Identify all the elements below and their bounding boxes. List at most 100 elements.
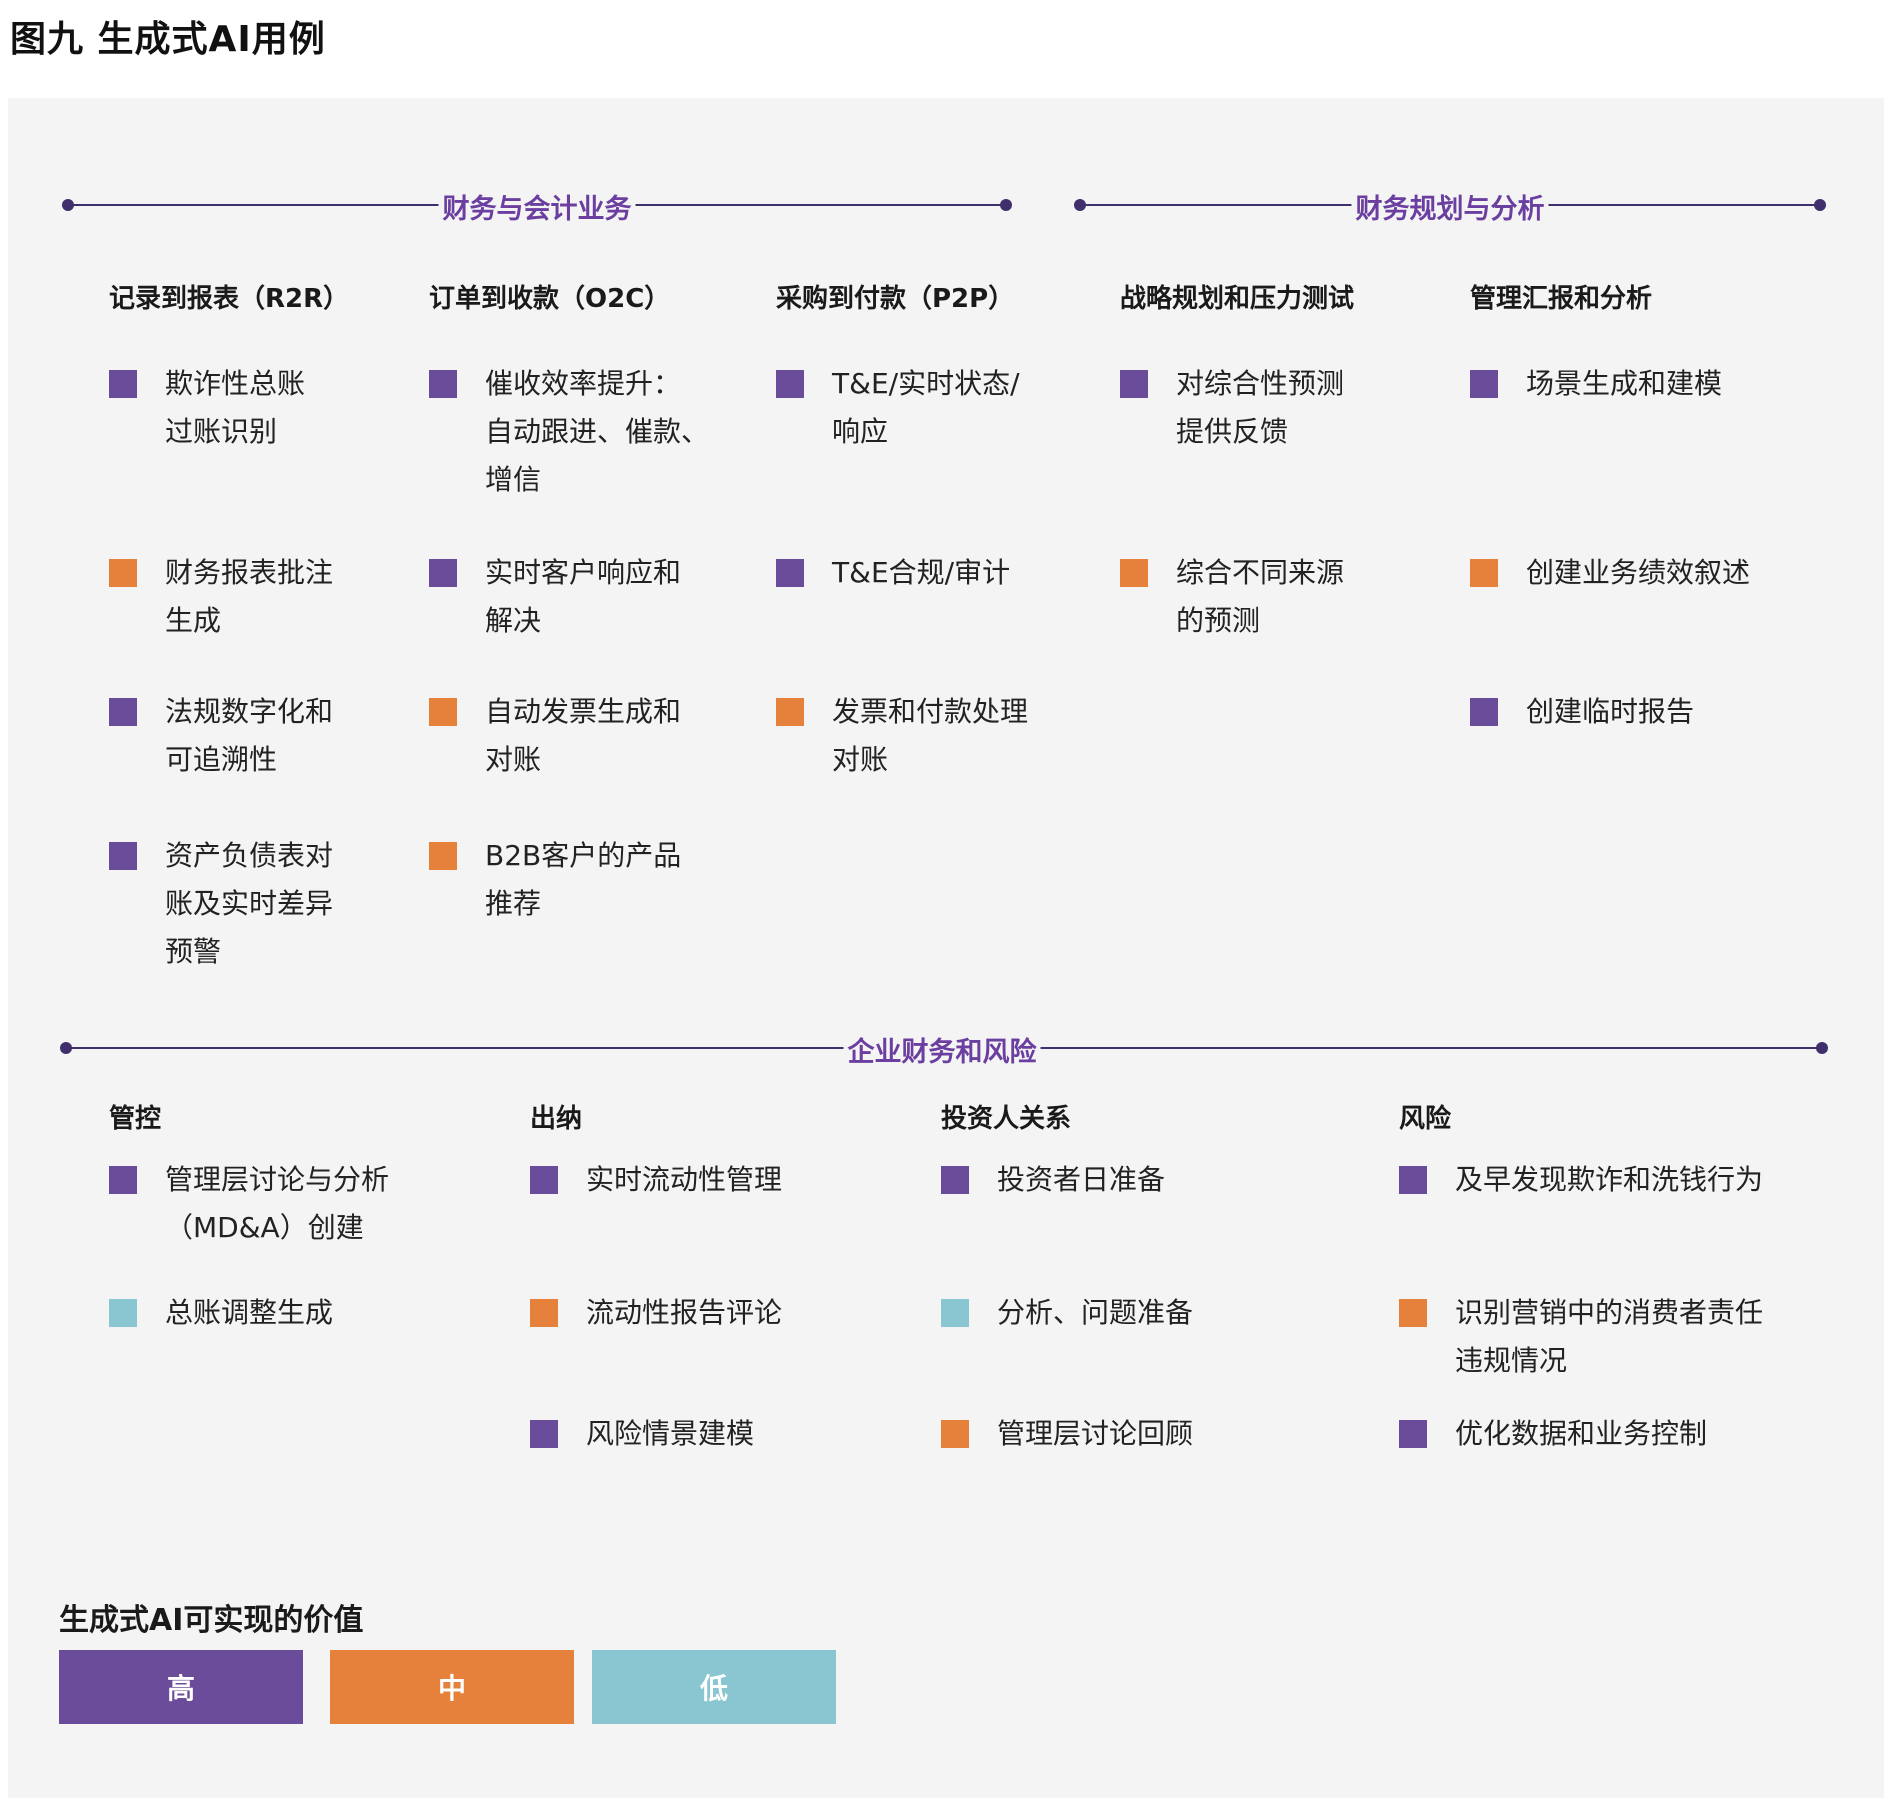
divider-dot [1816, 1042, 1828, 1054]
use-case-text-line: 发票和付款处理 [832, 695, 1029, 728]
use-case-text: 财务报表批注生成 [165, 549, 333, 645]
use-case-text-line: 分析、问题准备 [997, 1296, 1194, 1329]
use-case-text-line: 解决 [485, 604, 542, 637]
value-level-marker-medium [1399, 1299, 1427, 1327]
legend-title: 生成式AI可实现的价值 [59, 1603, 364, 1638]
value-level-marker-medium [429, 698, 457, 726]
column-heading-mgmt-report: 管理汇报和分析 [1470, 284, 1653, 314]
use-case-text-line: 创建业务绩效叙述 [1526, 556, 1751, 589]
value-level-marker-low [941, 1299, 969, 1327]
column-heading-treasury: 出纳 [530, 1104, 583, 1134]
use-case-text: 实时流动性管理 [586, 1156, 782, 1204]
legend-medium: 中 [330, 1650, 574, 1724]
use-case-text: 对综合性预测提供反馈 [1176, 360, 1344, 456]
use-case-text-line: 及早发现欺诈和洗钱行为 [1455, 1163, 1764, 1196]
use-case-text: B2B客户的产品推荐 [485, 832, 681, 928]
value-level-marker-medium [941, 1420, 969, 1448]
section-divider-finance-accounting: 财务与会计业务 [62, 187, 1012, 226]
use-case-text-line: 账及实时差异 [165, 887, 334, 920]
use-case-text-line: 对账 [485, 743, 542, 776]
use-case-text-line: 综合不同来源 [1176, 556, 1345, 589]
use-case-text-line: 场景生成和建模 [1526, 367, 1723, 400]
use-case-text-line: 总账调整生成 [165, 1296, 334, 1329]
section-title-finance-accounting: 财务与会计业务 [438, 187, 636, 226]
use-case-text-line: 违规情况 [1455, 1344, 1568, 1377]
value-level-marker-high [1470, 698, 1498, 726]
section-title-enterprise-risk: 企业财务和风险 [843, 1030, 1041, 1069]
use-case-text-line: 的预测 [1176, 604, 1261, 637]
legend-low: 低 [592, 1650, 836, 1724]
value-level-marker-high [1120, 370, 1148, 398]
use-case-text-line: 对综合性预测 [1176, 367, 1345, 400]
use-case-text: T&E合规/审计 [832, 549, 1010, 597]
use-case-text: 优化数据和业务控制 [1455, 1410, 1707, 1458]
column-heading-investor: 投资人关系 [941, 1104, 1072, 1134]
legend-high: 高 [59, 1650, 303, 1724]
value-level-marker-high [429, 370, 457, 398]
use-case-text: 分析、问题准备 [997, 1289, 1193, 1337]
use-case-text: 创建临时报告 [1526, 688, 1694, 736]
use-case-text: 及早发现欺诈和洗钱行为 [1455, 1156, 1763, 1204]
use-case-text-line: 增信 [485, 463, 542, 496]
column-heading-r2r: 记录到报表（R2R） [109, 284, 350, 314]
use-case-text-line: 对账 [832, 743, 889, 776]
use-case-text: 资产负债表对账及实时差异预警 [165, 832, 333, 976]
use-case-text-line: 财务报表批注 [165, 556, 334, 589]
column-heading-control: 管控 [109, 1104, 162, 1134]
use-case-text-line: 生成 [165, 604, 222, 637]
column-heading-strategy: 战略规划和压力测试 [1120, 284, 1355, 314]
value-level-marker-medium [1470, 559, 1498, 587]
use-case-text: 场景生成和建模 [1526, 360, 1722, 408]
use-case-text-line: 管理层讨论回顾 [997, 1417, 1194, 1450]
value-level-marker-high [530, 1166, 558, 1194]
use-case-text: 自动发票生成和对账 [485, 688, 681, 784]
use-case-text: 实时客户响应和解决 [485, 549, 681, 645]
use-case-text: 投资者日准备 [997, 1156, 1165, 1204]
use-case-text-line: 可追溯性 [165, 743, 278, 776]
value-level-marker-high [109, 698, 137, 726]
use-case-text: 风险情景建模 [586, 1410, 754, 1458]
use-case-text: 总账调整生成 [165, 1289, 333, 1337]
value-level-marker-low [109, 1299, 137, 1327]
use-case-text: 综合不同来源的预测 [1176, 549, 1344, 645]
use-case-text-line: 资产负债表对 [165, 839, 334, 872]
divider-dot [1000, 199, 1012, 211]
use-case-text-line: 优化数据和业务控制 [1455, 1417, 1708, 1450]
use-case-text-line: 管理层讨论与分析 [165, 1163, 390, 1196]
use-case-text: 管理层讨论回顾 [997, 1410, 1193, 1458]
use-case-text-line: 流动性报告评论 [586, 1296, 783, 1329]
use-case-text: 发票和付款处理对账 [832, 688, 1028, 784]
use-case-text-line: 实时客户响应和 [485, 556, 682, 589]
value-level-marker-high [1399, 1420, 1427, 1448]
use-case-text-line: T&E/实时状态/ [832, 367, 1020, 400]
column-heading-p2p: 采购到付款（P2P） [776, 284, 1015, 314]
use-case-text-line: 提供反馈 [1176, 415, 1289, 448]
use-case-text-line: 催收效率提升： [485, 367, 682, 400]
use-case-text: 欺诈性总账过账识别 [165, 360, 305, 456]
use-case-text-line: 投资者日准备 [997, 1163, 1166, 1196]
value-level-marker-high [1399, 1166, 1427, 1194]
use-case-text-line: 自动跟进、催款、 [485, 415, 710, 448]
divider-dot [1814, 199, 1826, 211]
use-case-text-line: 响应 [832, 415, 889, 448]
use-case-text: 法规数字化和可追溯性 [165, 688, 333, 784]
use-case-text: T&E/实时状态/响应 [832, 360, 1020, 456]
use-case-panel [8, 98, 1884, 1798]
use-case-text-line: 欺诈性总账 [165, 367, 306, 400]
value-level-marker-high [109, 1166, 137, 1194]
use-case-text-line: 创建临时报告 [1526, 695, 1695, 728]
value-level-marker-medium [429, 842, 457, 870]
use-case-text: 识别营销中的消费者责任违规情况 [1455, 1289, 1763, 1385]
section-divider-planning-analysis: 财务规划与分析 [1074, 187, 1826, 226]
use-case-text-line: 识别营销中的消费者责任 [1455, 1296, 1764, 1329]
value-level-marker-high [530, 1420, 558, 1448]
page-title: 图九 生成式AI用例 [10, 19, 326, 60]
value-level-marker-medium [109, 559, 137, 587]
use-case-text-line: 风险情景建模 [586, 1417, 755, 1450]
use-case-text: 催收效率提升： 自动跟进、催款、增信 [485, 360, 709, 504]
value-level-marker-high [776, 370, 804, 398]
use-case-text: 管理层讨论与分析（MD&A）创建 [165, 1156, 389, 1252]
value-level-marker-medium [1120, 559, 1148, 587]
use-case-text-line: 实时流动性管理 [586, 1163, 783, 1196]
section-title-planning-analysis: 财务规划与分析 [1351, 187, 1549, 226]
